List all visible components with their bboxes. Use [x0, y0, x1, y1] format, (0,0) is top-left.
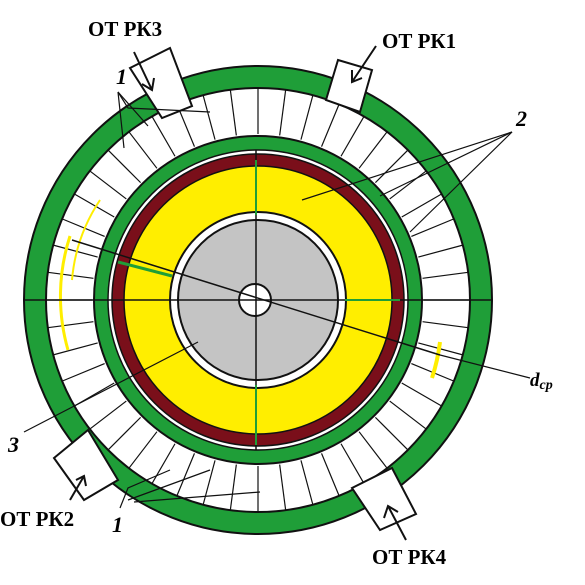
callout-1-top: 1 [116, 64, 127, 89]
blade-divider [422, 271, 469, 279]
diameter-line [71, 239, 441, 356]
arrow-pk1 [351, 45, 377, 84]
label-pk3: ОТ РК3 [88, 17, 162, 41]
blade-divider [374, 416, 409, 451]
blade-divider [279, 89, 287, 136]
blade-divider [74, 193, 115, 218]
diameter-subscript: ср [540, 378, 553, 393]
blade-divider [151, 116, 176, 157]
callout-line-3 [23, 341, 199, 433]
blade-divider [340, 443, 365, 484]
blade-divider [202, 95, 216, 140]
arrow-pk3 [133, 51, 155, 92]
callout-lines-1-bottom [119, 469, 261, 509]
label-pk1: ОТ РК1 [382, 29, 456, 53]
blade-divider-lines [46, 88, 470, 512]
blade-divider [128, 131, 158, 169]
blade-divider [279, 464, 287, 511]
callout-lines-1-top [117, 91, 211, 149]
label-pk2: ОТ РК2 [0, 507, 74, 531]
blade-divider [358, 431, 388, 469]
blade-divider [89, 400, 127, 430]
blade-divider [422, 321, 469, 329]
blade-divider [418, 244, 463, 258]
blade-divider [358, 131, 388, 169]
blade-divider [389, 400, 427, 430]
label-pk4: ОТ РК4 [372, 545, 447, 569]
blade-divider [107, 149, 142, 184]
diameter-label: dср [530, 370, 553, 393]
arrow-pk4 [383, 504, 407, 541]
callout-1-bottom: 1 [112, 512, 123, 537]
blade-divider [128, 431, 158, 469]
blade-divider [53, 244, 98, 258]
blade-divider [300, 95, 314, 140]
blade-divider [374, 149, 409, 184]
blade-divider [340, 116, 365, 157]
blade-divider [401, 382, 442, 407]
blade-divider [229, 464, 237, 511]
port-pk2-inlet [52, 428, 120, 502]
arrow-pk2 [69, 474, 87, 501]
callout-3: 3 [7, 432, 19, 457]
port-pk3-inlet [128, 46, 194, 120]
port-pk1-inlet [324, 58, 374, 114]
blade-divider [53, 342, 98, 356]
blade-divider [320, 103, 340, 147]
callout-2: 2 [515, 106, 527, 131]
blade-divider [229, 89, 237, 136]
blade-divider [300, 460, 314, 505]
blade-divider [320, 453, 340, 497]
diameter-symbol: d [530, 370, 540, 391]
blade-divider [107, 416, 142, 451]
blade-divider [176, 453, 196, 497]
diameter-leader [439, 354, 531, 379]
blade-divider [61, 362, 105, 382]
callout-lines-2 [301, 131, 513, 233]
blade-divider [401, 193, 442, 218]
blade-highlight-left [58, 235, 72, 351]
blade-divider [47, 321, 94, 329]
blade-divider [151, 443, 176, 484]
blade-divider [411, 218, 455, 238]
blade-divider [202, 460, 216, 505]
blade-divider [61, 218, 105, 238]
blade-divider [389, 170, 427, 200]
blade-highlight-right [430, 341, 442, 379]
blade-divider [89, 170, 127, 200]
port-pk4-inlet [350, 466, 418, 532]
blade-divider [47, 271, 94, 279]
blade-highlight-left-inner [71, 199, 101, 281]
diagonal-left-green [117, 260, 173, 278]
